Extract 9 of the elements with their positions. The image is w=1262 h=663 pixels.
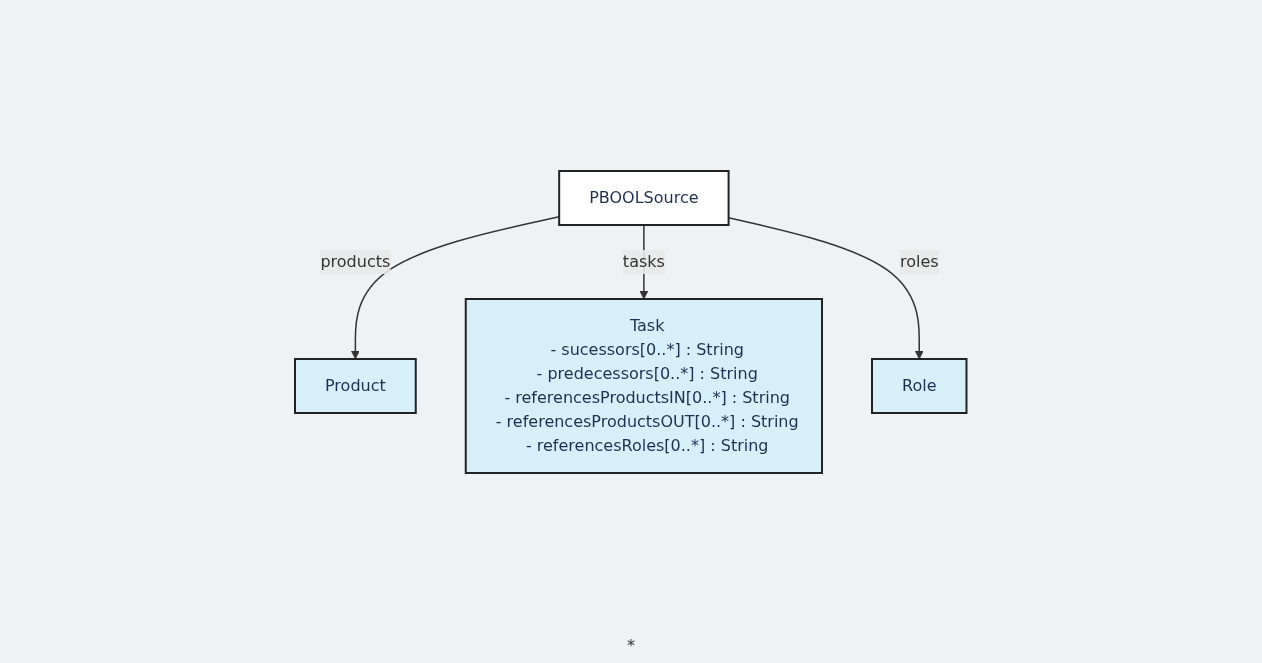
node-box: PBOOLSource [558,170,730,226]
node-box: Product [294,358,417,414]
multiplicity-label: * [627,636,635,655]
edge-label: tasks [623,252,666,271]
arrow [728,216,924,360]
node-box: Role [871,358,968,414]
node-box: Task - sucessors[0..*] : String - predecessors[0..*] : String - referencesProductsIN[0..*] : String - referencesProductsOUT[0..*] : String - referencesRoles[0..*] : String [465,298,824,474]
edge-label: products [320,252,391,271]
edge-label: roles [900,252,939,271]
